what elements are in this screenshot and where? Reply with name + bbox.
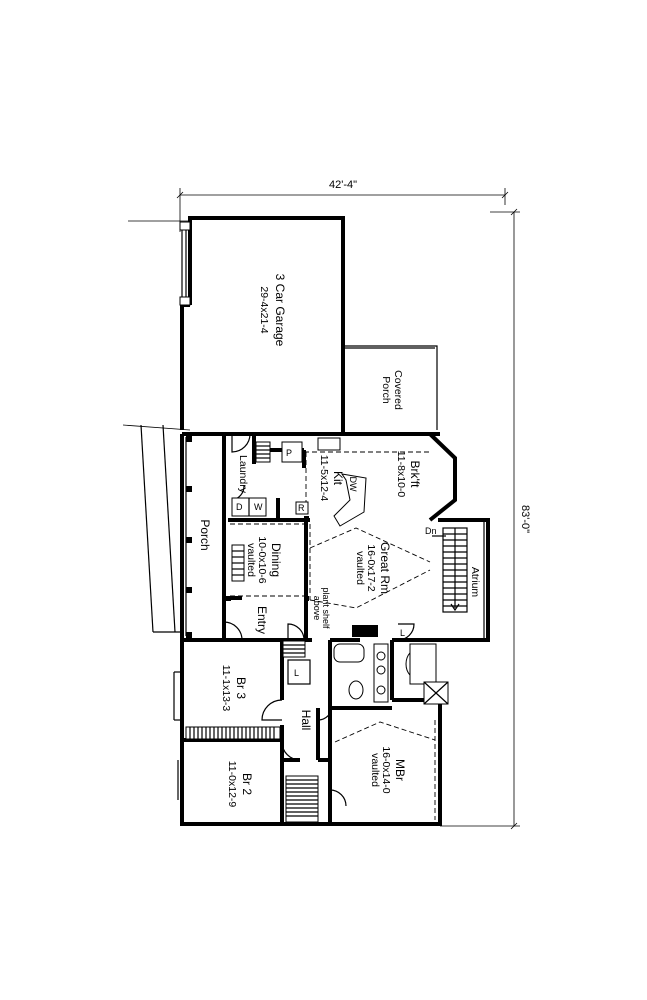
garage-size: 29-4x21-4 xyxy=(258,286,270,333)
dining-name: Dining xyxy=(269,543,283,577)
hall-label: Hall xyxy=(299,710,313,731)
plant-shelf-label: plant shelf xyxy=(321,587,331,629)
great-rm-note: vaulted xyxy=(354,551,366,585)
br2-name: Br 2 xyxy=(240,773,254,795)
porch-label: Porch xyxy=(198,519,212,550)
stairs xyxy=(432,527,468,613)
windows xyxy=(185,441,319,823)
plant-shelf-label-2: above xyxy=(312,596,322,621)
mbr-size: 16-0x14-0 xyxy=(380,746,392,793)
depth-dimension: 83'-0" xyxy=(519,505,531,533)
dishwasher-label: DW xyxy=(348,477,358,492)
great-rm-size: 16-0x17-2 xyxy=(365,544,377,591)
stairs-down-label: Dn xyxy=(425,526,437,536)
porch-steps xyxy=(140,424,183,633)
kitchen-fixtures xyxy=(231,437,430,527)
porch-posts xyxy=(186,436,309,638)
garage-name: 3 Car Garage xyxy=(273,274,287,347)
kit-name: Kit xyxy=(331,471,345,486)
dimension-lines xyxy=(122,188,520,830)
dining-size: 10-0x10-6 xyxy=(256,536,268,583)
bath-fixtures xyxy=(333,643,449,705)
annotations: plant shelf above Dn P DW R W D L L xyxy=(236,448,437,678)
br3-size: 11-1x13-3 xyxy=(220,665,232,712)
covered-porch-label: Covered xyxy=(392,370,404,410)
mbr-note: vaulted xyxy=(369,753,381,787)
pantry-label: P xyxy=(286,448,292,458)
exterior-walls xyxy=(173,216,490,826)
room-labels: 3 Car Garage 29-4x21-4 Covered Porch Brk… xyxy=(198,274,481,808)
doors xyxy=(223,433,415,807)
linen-closet-label-2: L xyxy=(400,628,405,638)
atrium-label: Atrium xyxy=(469,567,481,598)
vaulted-ceiling-lines xyxy=(230,523,436,820)
covered-porch-label-2: Porch xyxy=(380,376,392,404)
great-rm-name: Great Rm xyxy=(378,542,392,594)
dryer-label: D xyxy=(236,502,243,512)
refrigerator-label: R xyxy=(298,503,305,513)
linen-closet-label: L xyxy=(294,668,299,678)
br3-name: Br 3 xyxy=(234,677,248,699)
washer-label: W xyxy=(254,502,263,512)
brkft-size: 11-8x10-0 xyxy=(395,451,407,498)
laundry-label: Laundry xyxy=(237,455,249,494)
entry-label: Entry xyxy=(255,606,269,634)
dining-note: vaulted xyxy=(245,543,257,577)
brkft-name: Brk'ft xyxy=(408,461,422,489)
covered-porch-outline xyxy=(343,345,438,430)
kit-size: 11-5x12-4 xyxy=(318,455,330,502)
br2-size: 11-0x12-9 xyxy=(226,761,238,808)
width-dimension: 42'-4" xyxy=(329,179,357,191)
mbr-name: MBr xyxy=(393,759,407,781)
